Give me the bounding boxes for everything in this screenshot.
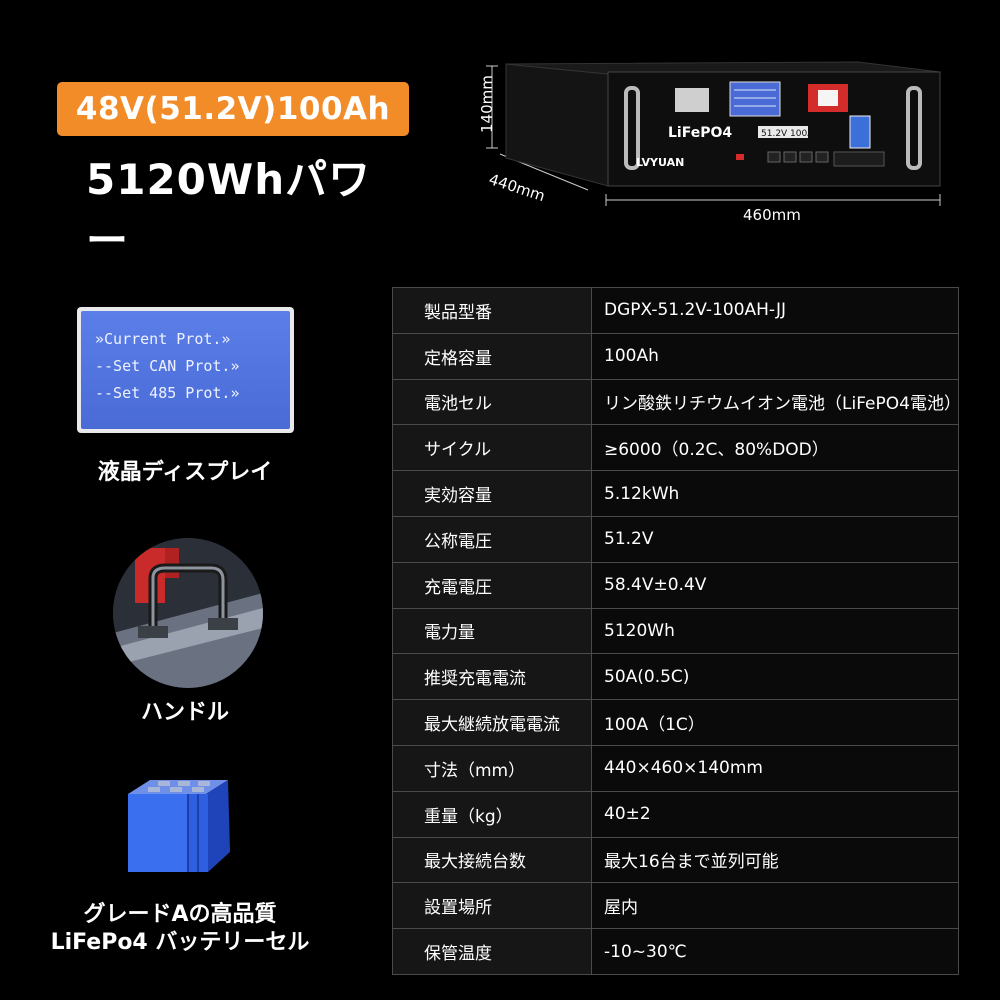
spec-plate: 51.2V 100Ah (761, 129, 819, 139)
spec-key: サイクル (392, 424, 592, 472)
battery-cells-image (128, 780, 230, 872)
lcd-screen: »Current Prot.» --Set CAN Prot.» --Set 4… (81, 311, 290, 429)
spec-value: 58.4V±0.4V (591, 561, 959, 609)
brand-logo: LVYUAN (636, 156, 684, 169)
spec-value: 最大16台まで並列可能 (591, 836, 959, 884)
spec-value: 5120Wh (591, 607, 959, 655)
spec-row: 電池セルリン酸鉄リチウムイオン電池（LiFePO4電池） (392, 378, 961, 426)
spec-key: 充電電圧 (392, 561, 592, 609)
lcd-line-485: --Set 485 Prot.» (95, 384, 240, 402)
handle-photo (113, 538, 263, 688)
product-lcd (729, 81, 781, 117)
chemistry-logo: LiFePO4 (668, 125, 732, 141)
spec-value: 100A（1C） (591, 699, 959, 746)
height-dimension: 140mm (478, 75, 496, 133)
width-dimension: 460mm (743, 206, 801, 224)
spec-value: ≥6000（0.2C、80%DOD） (591, 424, 959, 472)
spec-key: 電力量 (392, 607, 592, 655)
spec-value: 51.2V (591, 515, 959, 563)
lcd-display-label: 液晶ディスプレイ (97, 460, 273, 485)
battery-product-image: 140mm 440mm 460mm LiFePO4 LVYUAN 51.2V 1… (478, 61, 941, 224)
breaker-switch (849, 115, 871, 149)
negative-terminal (675, 88, 709, 112)
spec-key: 定格容量 (392, 332, 592, 380)
spec-row: 寸法（mm）440×460×140mm (392, 744, 959, 792)
spec-key: 寸法（mm） (392, 744, 592, 792)
spec-value: 5.12kWh (591, 470, 959, 517)
cells-label-line2: LiFePo4 バッテリーセル (50, 930, 310, 955)
lcd-line-current: »Current Prot.» (95, 330, 231, 348)
spec-value: 50A(0.5C) (591, 653, 959, 701)
spec-value: 100Ah (591, 332, 959, 380)
spec-key: 設置場所 (392, 882, 592, 930)
spec-key: 保管温度 (392, 928, 592, 975)
energy-headline: 5120Whパワー (86, 155, 372, 265)
spec-key: 電池セル (392, 378, 592, 426)
right-handle (906, 86, 922, 170)
spec-row: サイクル≥6000（0.2C、80%DOD） (392, 424, 959, 472)
cells-label-line1: グレードAの高品質 (83, 902, 277, 927)
spec-row: 設置場所屋内 (392, 882, 959, 930)
spec-value: リン酸鉄リチウムイオン電池（LiFePO4電池） (591, 378, 961, 426)
spec-value: 屋内 (591, 882, 959, 930)
spec-value: 40±2 (591, 790, 959, 838)
spec-row: 重量（kg）40±2 (392, 790, 959, 838)
spec-row: 保管温度-10~30℃ (392, 928, 959, 975)
spec-key: 最大接続台数 (392, 836, 592, 884)
lcd-display-feature: »Current Prot.» --Set CAN Prot.» --Set 4… (77, 307, 294, 433)
spec-key: 最大継続放電電流 (392, 699, 592, 746)
spec-value: -10~30℃ (591, 928, 959, 975)
handle-label: ハンドル (140, 700, 229, 725)
lcd-line-can: --Set CAN Prot.» (95, 357, 240, 375)
spec-key: 実効容量 (392, 470, 592, 517)
spec-key: 重量（kg） (392, 790, 592, 838)
spec-key: 製品型番 (392, 287, 592, 334)
left-handle (624, 86, 640, 170)
depth-dimension: 440mm (487, 170, 548, 205)
spec-row: 最大接続台数最大16台まで並列可能 (392, 836, 959, 884)
voltage-capacity-text: 48V(51.2V)100Ah (75, 91, 391, 127)
spec-value: 440×460×140mm (591, 744, 959, 792)
spec-key: 推奨充電電流 (392, 653, 592, 701)
spec-value: DGPX-51.2V-100AH-JJ (591, 287, 959, 334)
voltage-capacity-badge: 48V(51.2V)100Ah (57, 82, 409, 136)
spec-key: 公称電圧 (392, 515, 592, 563)
